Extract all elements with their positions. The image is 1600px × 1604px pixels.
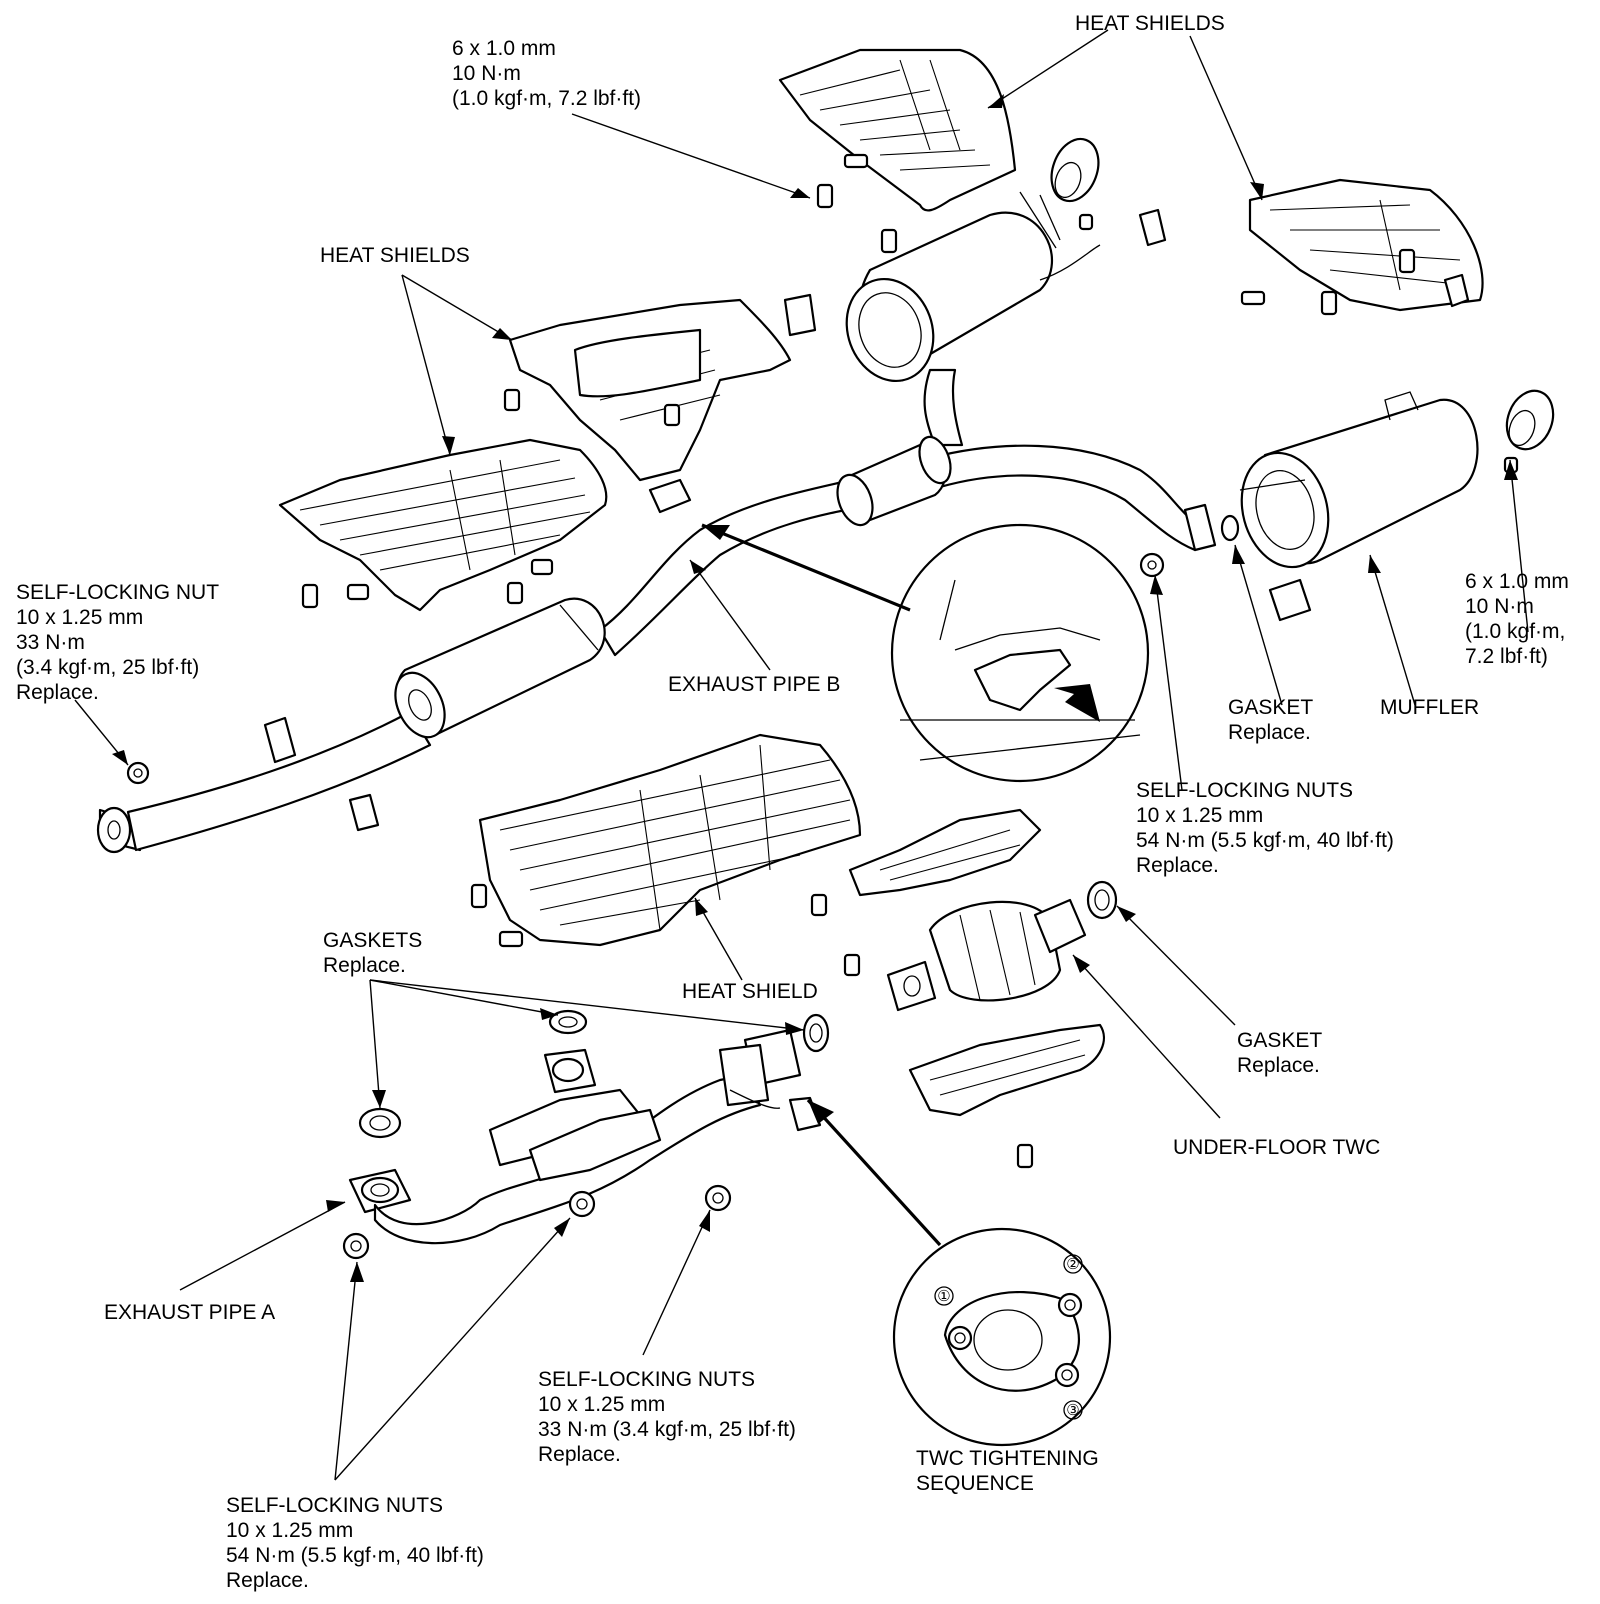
label-bolt-torque-top: 6 x 1.0 mm 10 N·m (1.0 kgf·m, 7.2 lbf·ft… [452, 37, 642, 110]
label-gasket-twc: GASKET Replace. [1237, 1029, 1323, 1077]
label-twc-tightening-sequence: TWC TIGHTENING SEQUENCE [916, 1447, 1099, 1495]
under-floor-twc [848, 808, 1106, 1117]
heat-shield-top-right [1248, 178, 1484, 312]
label-self-locking-nut-left: SELF-LOCKING NUT 10 x 1.25 mm 33 N·m (3.… [16, 581, 220, 704]
upper-muffler [845, 137, 1101, 383]
label-gasket-muffler: GASKET Replace. [1228, 696, 1314, 744]
sequence-number-3: ③ [1066, 1403, 1079, 1419]
twc-sequence-circle [892, 1227, 1112, 1447]
label-heat-shield: HEAT SHIELD [682, 980, 818, 1003]
resonator [394, 597, 606, 739]
label-exhaust-pipe-b: EXHAUST PIPE B [668, 673, 841, 696]
label-muffler: MUFFLER [1380, 696, 1480, 719]
fasteners [126, 153, 1519, 1260]
label-heat-shields-top: HEAT SHIELDS [1075, 12, 1225, 35]
label-bolt-torque-right: 6 x 1.0 mm 10 N·m (1.0 kgf·m, 7.2 lbf·ft… [1465, 570, 1569, 668]
label-self-locking-nuts-33: SELF-LOCKING NUTS 10 x 1.25 mm 33 N·m (3… [538, 1368, 796, 1466]
gaskets [358, 880, 1118, 1139]
sequence-number-2: ② [1066, 1257, 1079, 1273]
exhaust-pipe-a [348, 1028, 802, 1245]
label-self-locking-nuts-54-bottom: SELF-LOCKING NUTS 10 x 1.25 mm 54 N·m (5… [226, 1494, 484, 1592]
label-self-locking-nuts-mid: SELF-LOCKING NUTS 10 x 1.25 mm 54 N·m (5… [1136, 779, 1394, 877]
hanger-detail-circle [890, 523, 1150, 783]
label-gaskets-replace: GASKETS Replace. [323, 929, 423, 977]
label-exhaust-pipe-a: EXHAUST PIPE A [104, 1301, 276, 1324]
sequence-number-1: ① [937, 1289, 950, 1305]
exhaust-pipe-b [96, 368, 1202, 854]
label-under-floor-twc: UNDER-FLOOR TWC [1173, 1136, 1381, 1159]
heat-shield-large [478, 733, 862, 947]
heat-shield-lower-cat [278, 438, 608, 612]
label-heat-shields-left: HEAT SHIELDS [320, 244, 470, 267]
center-resonator [836, 435, 952, 527]
arrowheads [112, 94, 1518, 1282]
heat-shield-top-center [778, 48, 1017, 212]
muffler [1183, 389, 1555, 569]
heat-shield-upper-cat [508, 298, 792, 482]
